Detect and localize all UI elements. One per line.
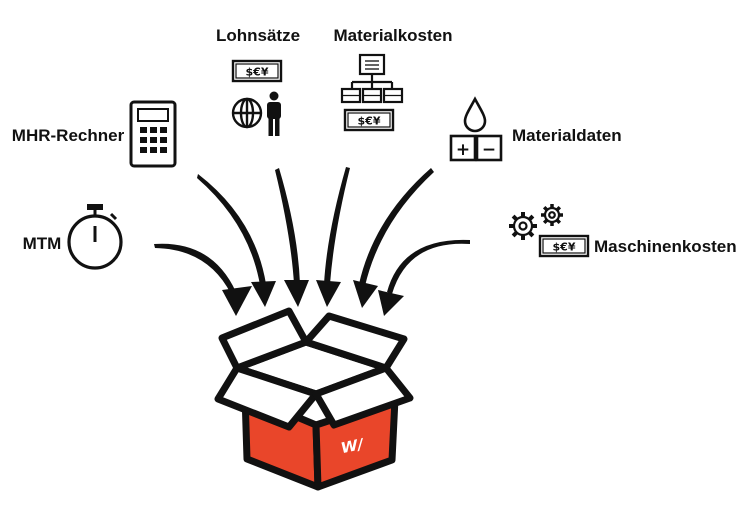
label-materialdaten: Materialdaten (512, 126, 622, 145)
label-materialkosten: Materialkosten (333, 26, 452, 45)
box-logo: W/ (341, 435, 363, 458)
box-flap-back-left (218, 307, 310, 372)
stopwatch-icon (67, 204, 123, 270)
money-note-icon: $€¥ (538, 234, 590, 258)
arrow-mhr (197, 174, 276, 307)
arrow-mtm (154, 243, 252, 316)
open-box (214, 307, 414, 491)
arrow-lohn (275, 168, 309, 307)
person-icon (267, 91, 281, 136)
arrows (154, 167, 470, 316)
flowchart-icon (340, 53, 404, 104)
arrow-maschinen (378, 239, 470, 316)
gears-icon (509, 204, 563, 240)
label-maschinenkosten: Maschinenkosten (594, 237, 737, 256)
plus-key-label: + (456, 140, 470, 160)
label-mtm: MTM (23, 234, 62, 253)
arrow-materialkosten (316, 167, 350, 307)
box-flap-front-left (214, 364, 320, 431)
drop-icon (463, 96, 487, 133)
money-note-icon: $€¥ (231, 59, 283, 83)
box-flap-front-right (312, 364, 414, 429)
currency-text-maschine: $€¥ (553, 241, 576, 254)
currency-text-material: $€¥ (358, 115, 381, 128)
arrow-materialdaten (353, 168, 434, 308)
label-lohnsaetze: Lohnsätze (216, 26, 300, 45)
plus-minus-keys-icon: + − (449, 134, 503, 162)
box-flap-back-right (302, 312, 408, 372)
money-note-icon: $€¥ (343, 108, 395, 132)
currency-text-lohn: $€¥ (246, 66, 269, 79)
minus-key-label: − (482, 140, 496, 160)
calculator-icon (129, 100, 177, 168)
globe-icon (231, 97, 263, 129)
label-mhr-rechner: MHR-Rechner (12, 126, 125, 145)
